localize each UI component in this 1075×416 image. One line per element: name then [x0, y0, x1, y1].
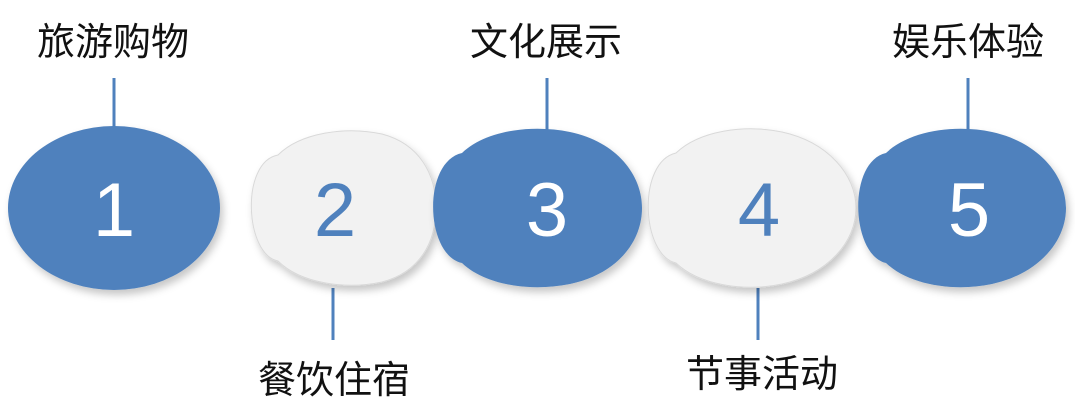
- step-number-2: 2: [313, 168, 357, 253]
- step-label-1: 旅游购物: [37, 20, 190, 64]
- step-number-1: 1: [92, 168, 136, 253]
- step-number-3: 3: [525, 168, 569, 253]
- step-label-4: 节事活动: [686, 352, 839, 396]
- step-shape-1: [8, 126, 220, 290]
- step-shape-2: [250, 130, 437, 286]
- step-label-3: 文化展示: [470, 20, 623, 64]
- step-number-5: 5: [947, 168, 991, 253]
- step-shape-5: [858, 128, 1066, 288]
- step-shape-3: [433, 128, 642, 288]
- step-label-2: 餐饮住宿: [258, 358, 411, 402]
- step-shape-4: [647, 128, 857, 288]
- step-number-4: 4: [737, 168, 781, 253]
- step-label-5: 娱乐体验: [892, 20, 1045, 64]
